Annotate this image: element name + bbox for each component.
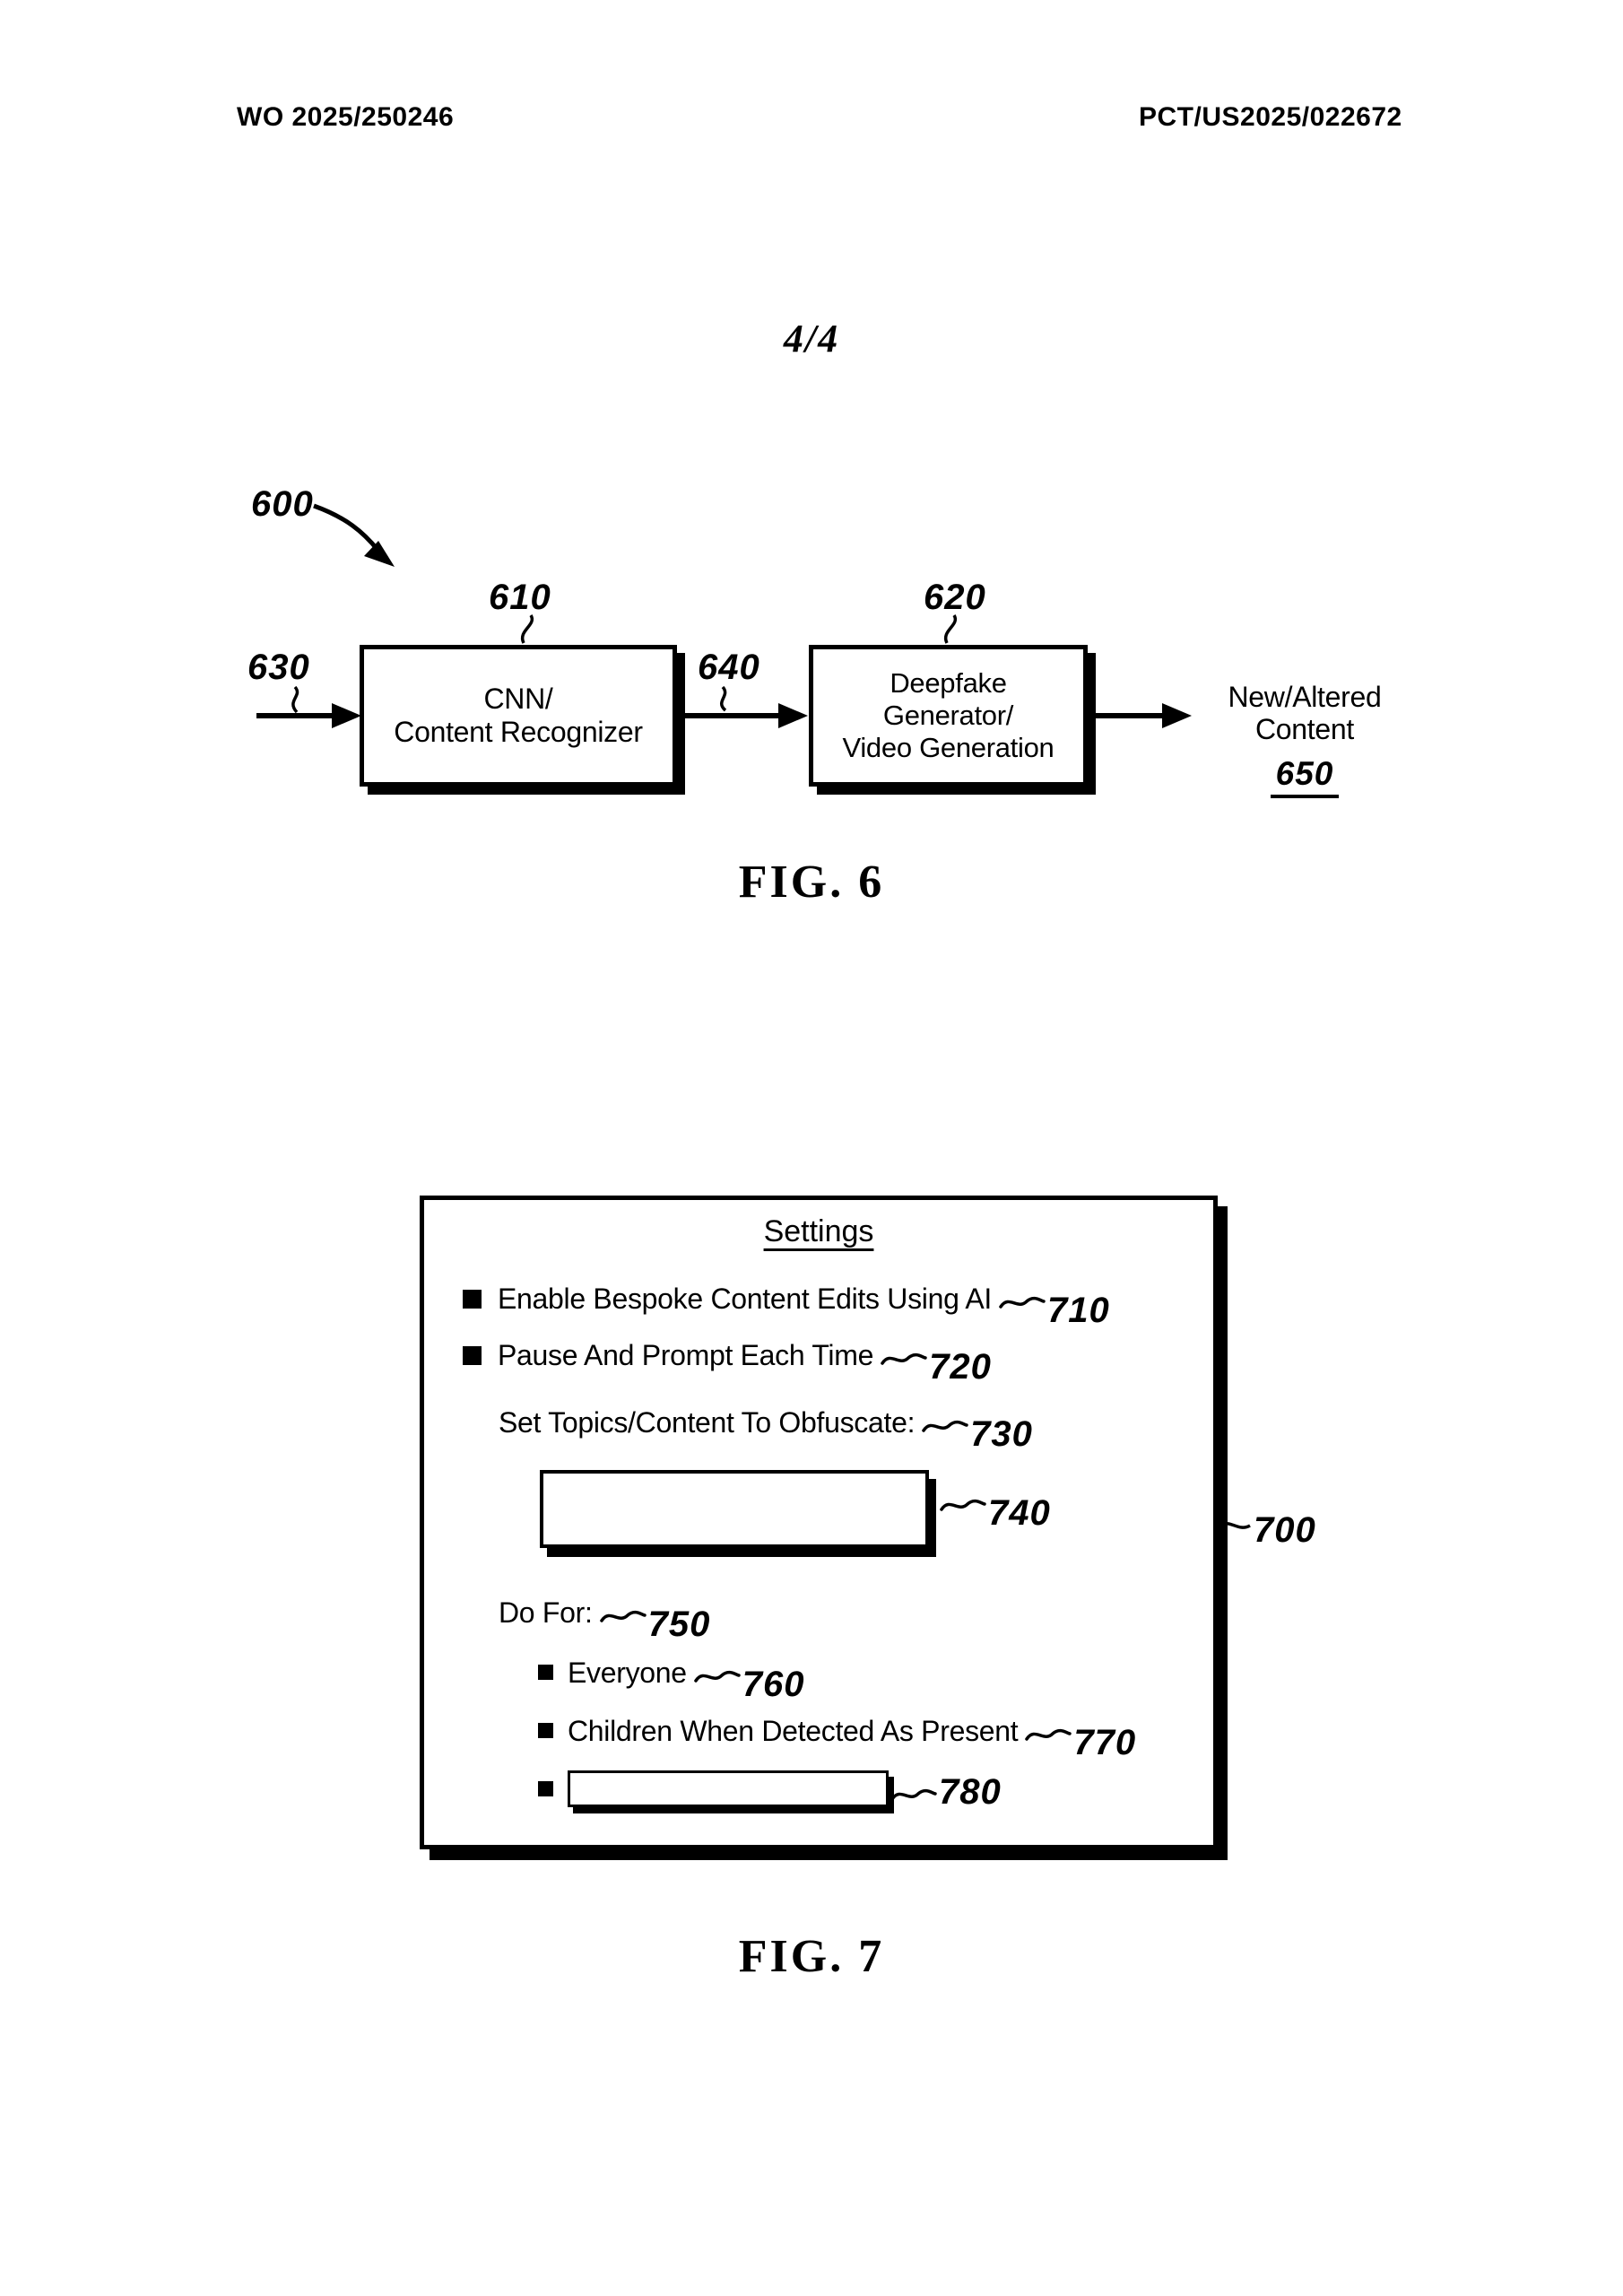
setting-row-set-topics: Set Topics/Content To Obfuscate: 730 [499, 1406, 1033, 1454]
ref-780: 780 [939, 1772, 1002, 1812]
option-row-everyone: Everyone 760 [538, 1657, 805, 1704]
ref-700-settings-panel: 700 [1254, 1510, 1316, 1550]
sheet-number: 4/4 [783, 317, 840, 361]
ref-770: 770 [1073, 1723, 1137, 1762]
setting-row-do-for: Do For: 750 [499, 1596, 710, 1644]
ref-720: 720 [929, 1347, 992, 1387]
ref-740: 740 [988, 1493, 1051, 1533]
ref-750: 750 [647, 1605, 711, 1644]
output-content-label: New/Altered Content 650 [1197, 681, 1412, 799]
checkbox-square [538, 1723, 553, 1738]
ref-610-cnn-block: 610 [489, 578, 551, 617]
ref-620-deepfake-block: 620 [924, 578, 986, 617]
setting-row-pause-and-prompt: Pause And Prompt Each Time 720 [463, 1339, 992, 1387]
ref-730: 730 [970, 1414, 1033, 1454]
checkbox-square [538, 1780, 553, 1796]
setting-label: Set Topics/Content To Obfuscate: [499, 1406, 916, 1439]
leader-squiggle [922, 1420, 968, 1432]
arrowhead [1162, 703, 1192, 728]
leader-squiggle [599, 1610, 647, 1622]
block-label-line: CNN/ [483, 682, 553, 715]
option-row-children-detected: Children When Detected As Present 770 [538, 1715, 1136, 1762]
option-row-custom-input: 780 [538, 1768, 1002, 1812]
arrowhead [364, 541, 395, 567]
option-label: Children When Detected As Present [568, 1715, 1019, 1747]
figure-7-caption: FIG. 7 [738, 1931, 885, 1982]
ref-710: 710 [1047, 1291, 1110, 1330]
block-label-line: Deepfake [890, 667, 1007, 700]
block-label-line: Generator/ [882, 700, 1014, 732]
leader-squiggle [1025, 1728, 1072, 1741]
ref-600-diagram: 600 [251, 484, 314, 524]
figure-6-caption: FIG. 6 [738, 857, 885, 908]
settings-dialog: Settings Enable Bespoke Content Edits Us… [420, 1196, 1218, 1849]
checkbox-square [538, 1665, 553, 1680]
leader-squiggle [999, 1296, 1046, 1309]
settings-title: Settings [763, 1214, 874, 1248]
checkbox-square [463, 1346, 482, 1365]
output-label-line: Content [1255, 712, 1354, 745]
setting-row-enable-bespoke-edits: Enable Bespoke Content Edits Using AI 71… [463, 1283, 1110, 1330]
setting-label: Pause And Prompt Each Time [498, 1339, 874, 1371]
custom-option-input-field [568, 1770, 889, 1807]
arrowhead [778, 703, 808, 728]
leader-squiggle [890, 1788, 937, 1801]
topics-input-field [540, 1470, 929, 1548]
leader-squiggle [881, 1352, 927, 1365]
block-label-line: Content Recognizer [394, 716, 643, 748]
deepfake-generator-block: Deepfake Generator/ Video Generation [809, 645, 1088, 787]
ref-650-output: 650 [1270, 755, 1340, 799]
application-number: PCT/US2025/022672 [1139, 102, 1402, 132]
block-label-line: Video Generation [842, 731, 1055, 763]
cnn-content-recognizer-block: CNN/ Content Recognizer [360, 645, 677, 787]
arrowhead [332, 703, 361, 728]
setting-label: Do For: [499, 1596, 593, 1629]
topics-input-ref-tag: 740 [940, 1485, 1051, 1533]
leader-squiggle [694, 1670, 741, 1683]
ref-630-input-arrow: 630 [247, 648, 310, 687]
ref-640-middle-arrow: 640 [698, 648, 760, 687]
setting-label: Enable Bespoke Content Edits Using AI [498, 1283, 993, 1315]
publication-number: WO 2025/250246 [237, 102, 455, 132]
leader-squiggle [940, 1499, 986, 1511]
option-label: Everyone [568, 1657, 687, 1689]
ref-760: 760 [742, 1665, 805, 1704]
output-label-line: New/Altered [1228, 681, 1382, 713]
checkbox-square [463, 1290, 482, 1309]
